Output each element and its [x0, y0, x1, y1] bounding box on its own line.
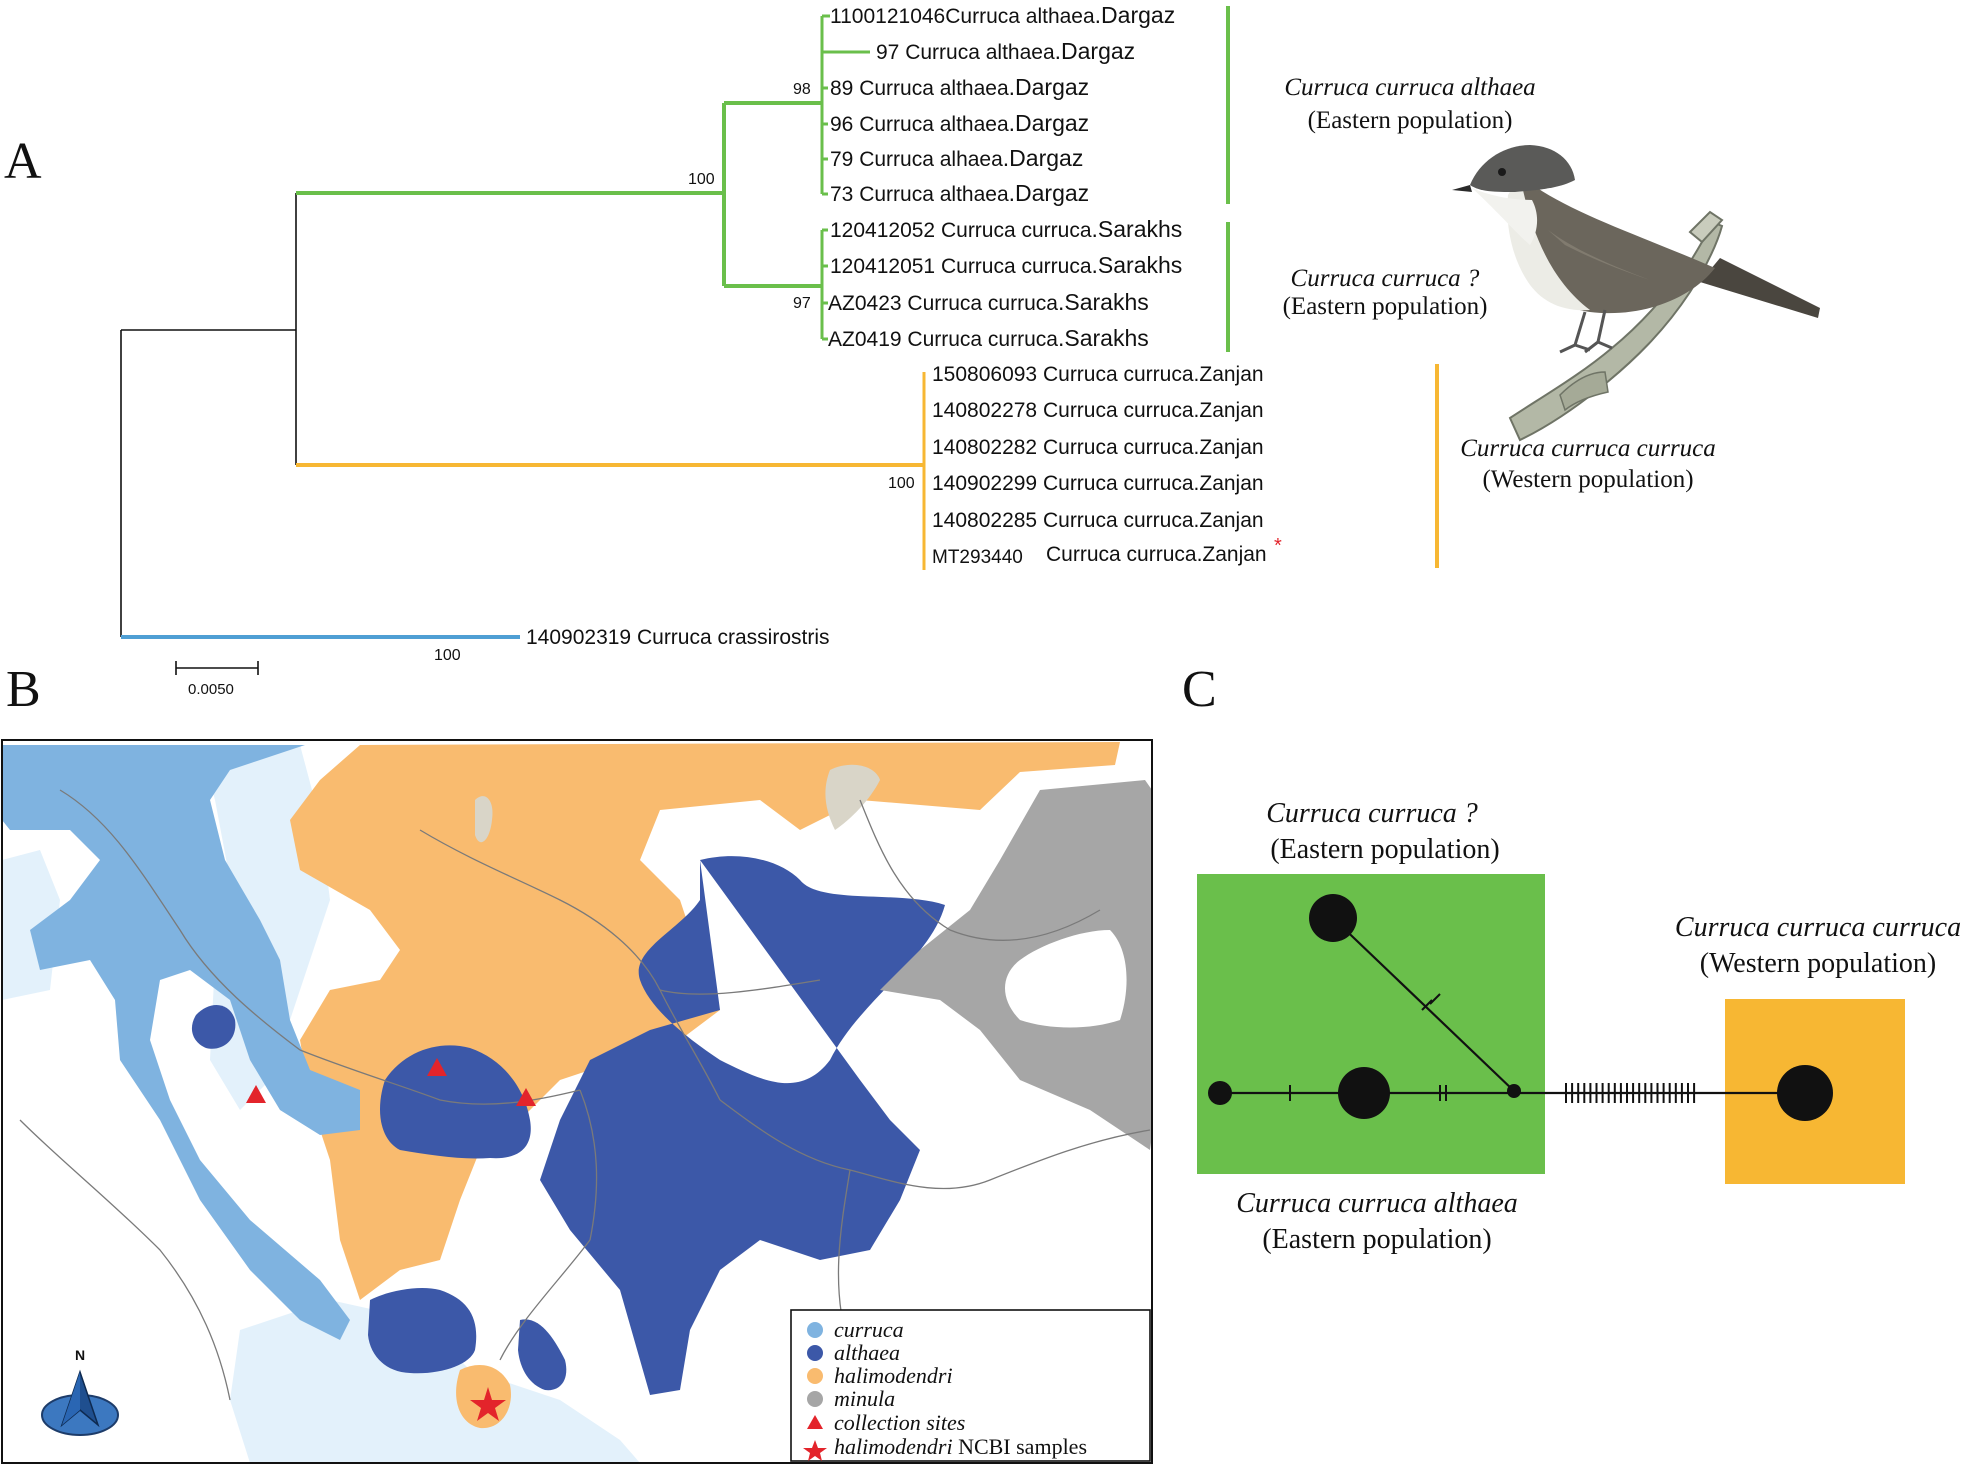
taxon-label: 140802282 Curruca curruca.Zanjan [932, 436, 1264, 459]
distribution-map: N curruca althaea halimodendri minula co… [1, 739, 1153, 1464]
mutation-tick [1429, 993, 1441, 1005]
legend-label: curruca [834, 1317, 904, 1342]
median-vector-node [1507, 1084, 1521, 1098]
range-halimodendri [290, 742, 1120, 1300]
bootstrap-dargaz: 98 [793, 81, 811, 98]
legend-label: althaea [834, 1340, 900, 1365]
ncbi-sample-marker: * [1274, 535, 1282, 557]
map-legend: curruca althaea halimodendri minula coll… [790, 1309, 1151, 1462]
collection-site-marker [427, 1058, 447, 1076]
legend-label: minula [834, 1386, 895, 1411]
phylogenetic-tree: 0.0050 98 100 97 100 100 1100121046Curru… [120, 2, 1716, 698]
bootstrap-zanjan: 100 [888, 475, 915, 492]
persian-gulf [230, 1300, 640, 1463]
taxon-label: 89 Curruca althaea.Dargaz [830, 74, 1089, 100]
aral-lake [825, 764, 880, 830]
taxon-label: 120412052 Curruca curruca.Sarakhs [830, 216, 1182, 242]
taxon-label: AZ0423 Curruca curruca.Sarakhs [828, 289, 1149, 315]
legend-swatch-curruca [807, 1322, 823, 1338]
group-label-curruca: Curruca curruca curruca [1460, 435, 1716, 462]
eastern-group-box [1197, 874, 1545, 1174]
panel-label-c: C [1182, 661, 1217, 718]
taxon-label: Curruca curruca.Zanjan [1046, 543, 1267, 566]
legend-label: collection sites [834, 1410, 965, 1435]
bootstrap-crassirostris: 100 [434, 647, 461, 664]
bootstrap-eastern: 100 [688, 171, 715, 188]
bird-illustration [1452, 145, 1820, 442]
taxon-label: 79 Curruca alhaea.Dargaz [830, 145, 1083, 171]
collection-site-marker [246, 1085, 266, 1103]
network-pop-top: (Eastern population) [1270, 834, 1499, 865]
panel-label-b: B [6, 661, 41, 718]
group-pop-althaea: (Eastern population) [1308, 107, 1513, 134]
mutation-tick [1421, 999, 1433, 1011]
taxon-label: 120412051 Curruca curruca.Sarakhs [830, 252, 1182, 278]
taxon-label: 140802278 Curruca curruca.Zanjan [932, 399, 1264, 422]
network-label-right: Curruca curruca curruca [1675, 912, 1961, 943]
panel-label-a: A [4, 133, 42, 190]
taxon-label: AZ0419 Curruca curruca.Sarakhs [828, 325, 1149, 351]
group-label-althaea: Curruca curruca althaea [1284, 74, 1535, 101]
haplotype-network: Curruca curruca ? (Eastern population) C… [1197, 798, 1961, 1255]
range-althaea-south [518, 1319, 567, 1391]
taxon-label: 150806093 Curruca curruca.Zanjan [932, 363, 1264, 386]
network-pop-right: (Western population) [1700, 948, 1936, 979]
range-minula [880, 780, 1152, 1150]
group-pop-curruca: (Western population) [1482, 466, 1693, 493]
range-althaea-central [540, 856, 945, 1395]
legend-label: halimodendri NCBI samples [834, 1434, 1087, 1459]
legend-box [790, 1309, 1151, 1462]
legend-label: halimodendri [834, 1363, 953, 1388]
taxon-label: 140802285 Curruca curruca.Zanjan [932, 509, 1264, 532]
collection-site-marker [516, 1088, 536, 1106]
taxon-label: 140902299 Curruca curruca.Zanjan [932, 472, 1264, 495]
network-label-top: Curruca curruca ? [1266, 798, 1478, 829]
range-althaea-caucasus [191, 1004, 236, 1049]
range-curruca [2, 745, 360, 1340]
scale-bar-label: 0.0050 [188, 681, 234, 698]
group-label-unknown: Curruca curruca ? [1291, 265, 1480, 292]
network-pop-bottom: (Eastern population) [1262, 1224, 1491, 1255]
legend-swatch-althaea [807, 1345, 823, 1361]
map-frame [1, 739, 1153, 1464]
north-arrow-icon [41, 1369, 119, 1436]
haplotype-node [1338, 1067, 1390, 1119]
network-label-bottom: Curruca curruca althaea [1236, 1188, 1518, 1219]
taxon-label: 96 Curruca althaea.Dargaz [830, 110, 1089, 136]
legend-swatch-ncbi [803, 1440, 827, 1461]
taxon-label: MT293440 [932, 547, 1023, 568]
taxon-label: 73 Curruca althaea.Dargaz [830, 180, 1089, 206]
group-pop-unknown: (Eastern population) [1283, 293, 1488, 320]
bootstrap-sarakhs: 97 [793, 295, 811, 312]
taxon-label: 97 Curruca althaea.Dargaz [876, 38, 1135, 64]
haplotype-node [1309, 894, 1357, 942]
taxon-label: 1100121046Curruca althaea.Dargaz [830, 2, 1175, 28]
mutation-tick-series [1565, 1083, 1696, 1103]
haplotype-node [1777, 1065, 1833, 1121]
ncbi-sample-marker [470, 1387, 506, 1421]
country-borders [19, 789, 1151, 1461]
taxon-label: 140902319 Curruca crassirostris [526, 626, 830, 649]
north-label: N [75, 1347, 85, 1363]
range-althaea-zagros [368, 1288, 477, 1374]
legend-swatch-minula [807, 1391, 823, 1407]
range-halimodendri-south [456, 1365, 511, 1429]
legend-swatch-halimodendri [807, 1368, 823, 1384]
haplotype-node [1208, 1081, 1232, 1105]
network-edge [1332, 917, 1515, 1092]
legend-swatch-collection [807, 1415, 823, 1429]
lake [475, 796, 493, 843]
